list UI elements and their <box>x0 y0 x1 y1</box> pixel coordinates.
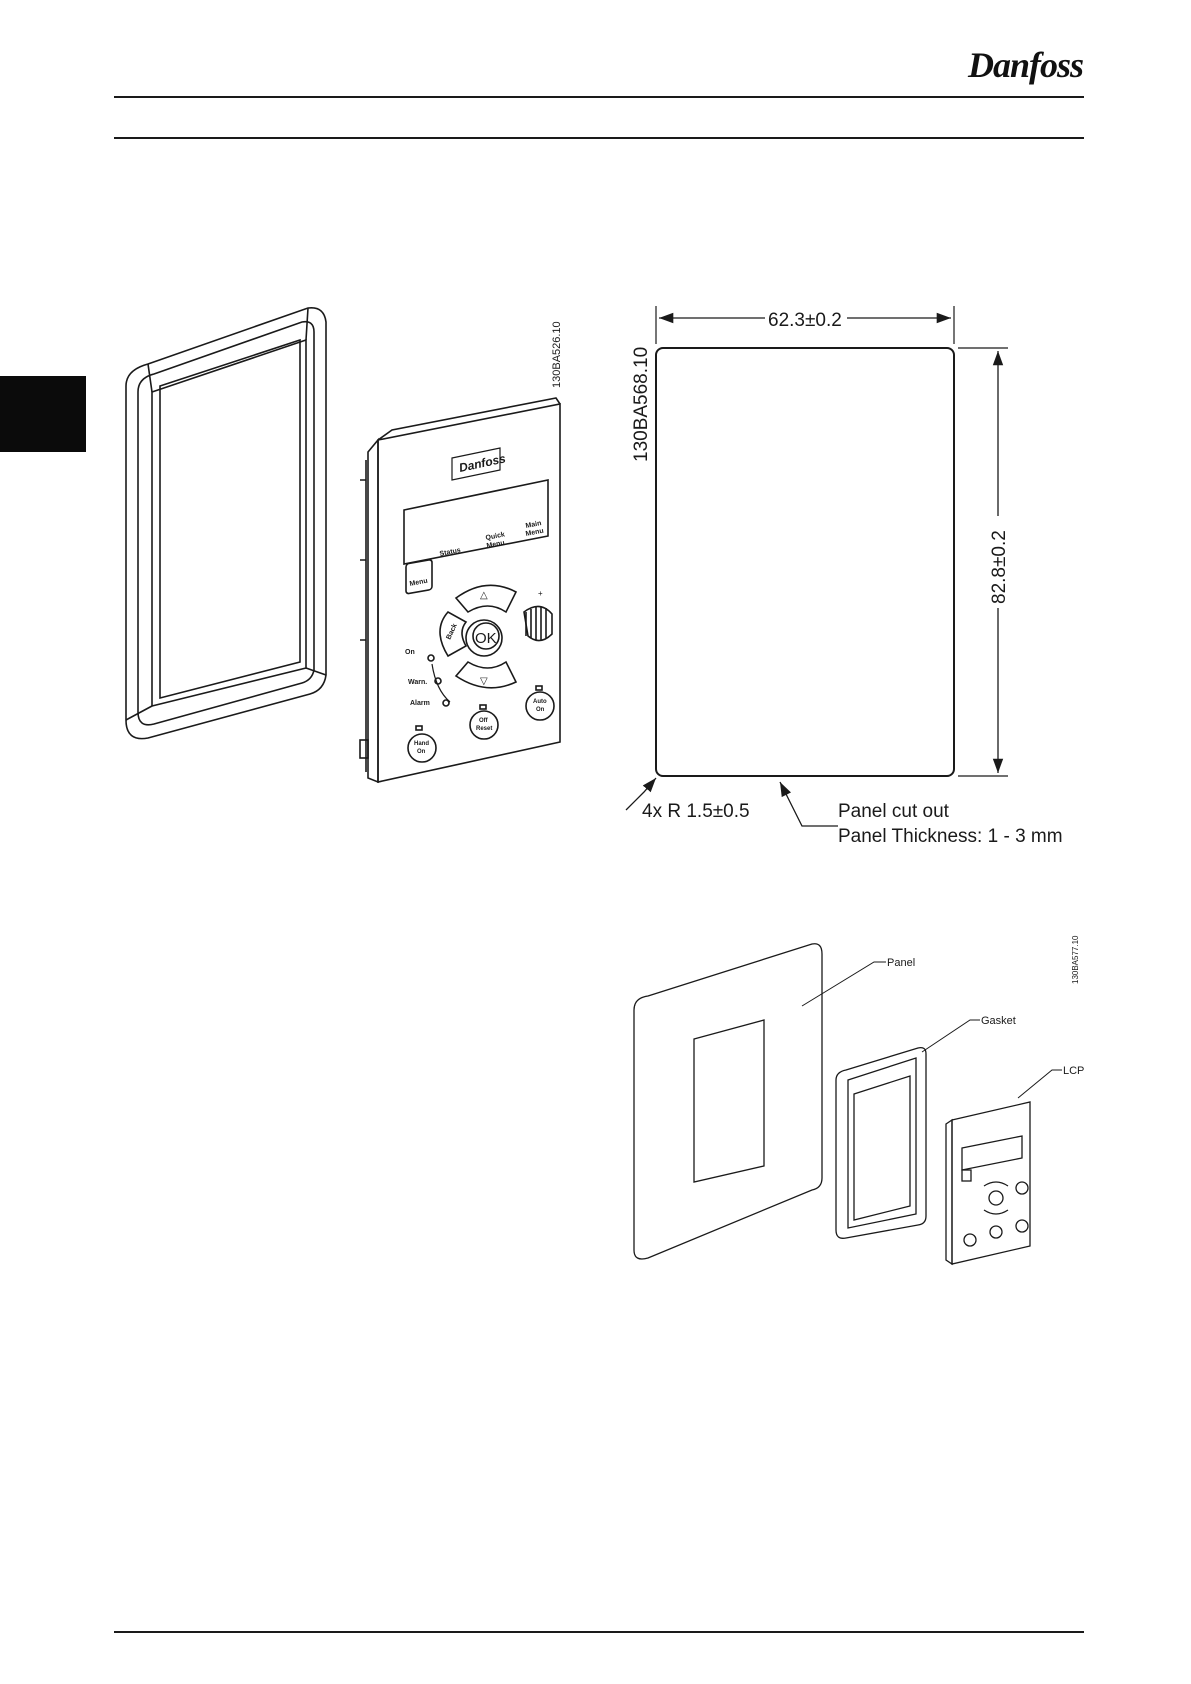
gasket-label: Gasket <box>981 1015 1016 1027</box>
lcp-leader <box>1018 1070 1062 1098</box>
panel-label: Panel <box>887 957 915 969</box>
figure-3-code: 130BA577.10 <box>1071 935 1080 984</box>
panel-opening <box>694 1020 764 1182</box>
mounting-gasket <box>836 1048 926 1239</box>
panel-leader <box>802 962 886 1006</box>
lcp-label: LCP <box>1063 1065 1084 1077</box>
mounting-panel <box>634 944 822 1259</box>
gasket-leader <box>922 1020 980 1052</box>
